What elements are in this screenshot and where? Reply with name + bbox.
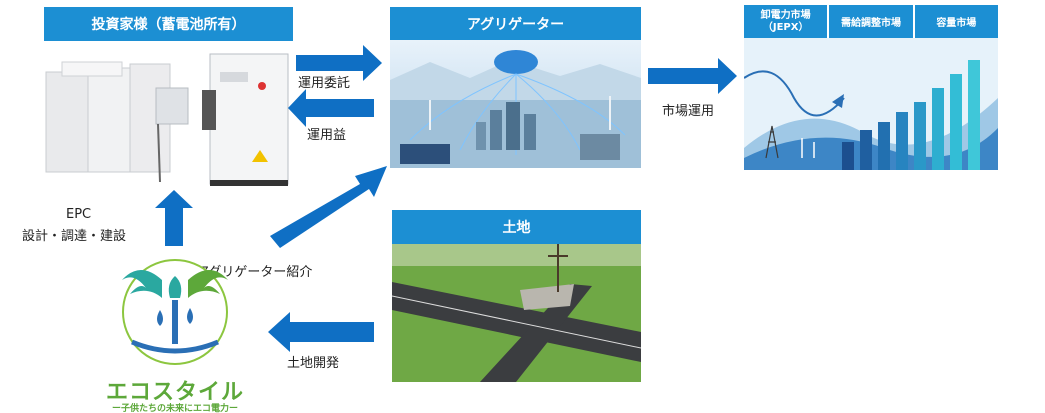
- market-tab-balancing-label: 需給調整市場: [840, 18, 901, 29]
- arrow-profit: [288, 89, 374, 127]
- market-tab-jepx: 卸電力市場 （JEPX）: [744, 5, 828, 38]
- label-epc: EPC: [66, 207, 92, 222]
- label-land-dev: 土地開発: [287, 356, 340, 371]
- investor-header: 投資家様（蓄電池所有）: [44, 7, 293, 41]
- arrow-land: [268, 312, 374, 352]
- ecostyle-logo-mark: [122, 259, 228, 365]
- market-tab-capacity-label: 容量市場: [936, 18, 977, 29]
- market-tab-jepx-line1: 卸電力市場: [760, 9, 811, 21]
- investor-header-label: 投資家様（蓄電池所有）: [91, 17, 246, 33]
- land-header-label: 土地: [502, 220, 531, 236]
- land-header: 土地: [392, 210, 641, 244]
- label-operation-profit: 運用益: [307, 128, 347, 143]
- logo-tagline: ー子供たちの未来にエコ電力ー: [111, 404, 238, 413]
- label-operation-consign: 運用委託: [298, 76, 351, 91]
- market-growth-illustration: [744, 38, 998, 170]
- market-tab-jepx-line2: （JEPX）: [762, 21, 809, 33]
- aggregator-header: アグリゲーター: [390, 7, 641, 40]
- market-tab-capacity: 容量市場: [914, 5, 998, 38]
- label-aggregator-intro: アグリゲーター紹介: [196, 265, 313, 280]
- arrow-intro: [270, 166, 387, 248]
- arrow-market: [648, 58, 737, 94]
- ecostyle-logo: エコスタイル ー子供たちの未来にエコ電力ー: [100, 250, 250, 413]
- label-epc-detail: 設計・調達・建設: [22, 229, 127, 244]
- land-intersection-image: [392, 244, 641, 382]
- aggregator-header-label: アグリゲーター: [466, 16, 565, 33]
- market-tab-balancing: 需給調整市場: [829, 5, 913, 38]
- arrow-consign: [296, 45, 382, 81]
- battery-storage-image: [38, 50, 300, 192]
- arrow-epc: [155, 190, 193, 246]
- smart-city-image: [390, 40, 641, 168]
- logo-name: エコスタイル: [105, 380, 244, 405]
- label-market-operation: 市場運用: [662, 104, 715, 119]
- markets-panel: 卸電力市場 （JEPX） 需給調整市場 容量市場: [744, 5, 998, 170]
